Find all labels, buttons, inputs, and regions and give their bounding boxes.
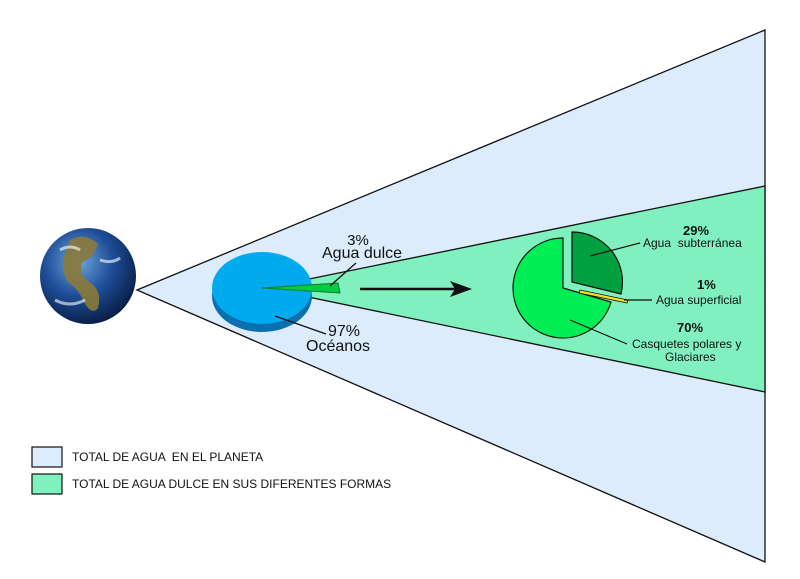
ice-label-line2: Glaciares	[665, 350, 716, 364]
groundwater-label: Agua subterránea	[643, 236, 742, 250]
legend-label-total: TOTAL DE AGUA EN EL PLANETA	[72, 450, 264, 464]
oceans-label: Océanos	[306, 338, 371, 355]
groundwater-percent: 29%	[683, 223, 710, 238]
freshwater-slice	[261, 282, 341, 294]
freshwater-label: Agua dulce	[322, 245, 403, 262]
earth-globe-icon	[40, 228, 136, 324]
arrow-right-icon	[360, 281, 472, 297]
legend-swatch-total	[31, 446, 63, 468]
surface-label: Agua superficial	[656, 293, 742, 307]
oceans-percent: 97%	[328, 323, 361, 340]
groundwater-slice	[571, 231, 624, 295]
total-water-pie	[212, 252, 341, 332]
surface-percent: 1%	[697, 277, 716, 292]
ice-slice	[512, 237, 612, 339]
legend-label-fresh: TOTAL DE AGUA DULCE EN SUS DIFERENTES FO…	[72, 477, 392, 491]
freshwater-pie	[512, 231, 629, 339]
ice-percent: 70%	[677, 320, 704, 335]
surface-slice	[578, 289, 629, 304]
ice-label-line1: Casquetes polares y	[632, 337, 742, 351]
legend-swatch-fresh	[31, 473, 63, 495]
freshwater-percent: 3%	[347, 232, 369, 249]
